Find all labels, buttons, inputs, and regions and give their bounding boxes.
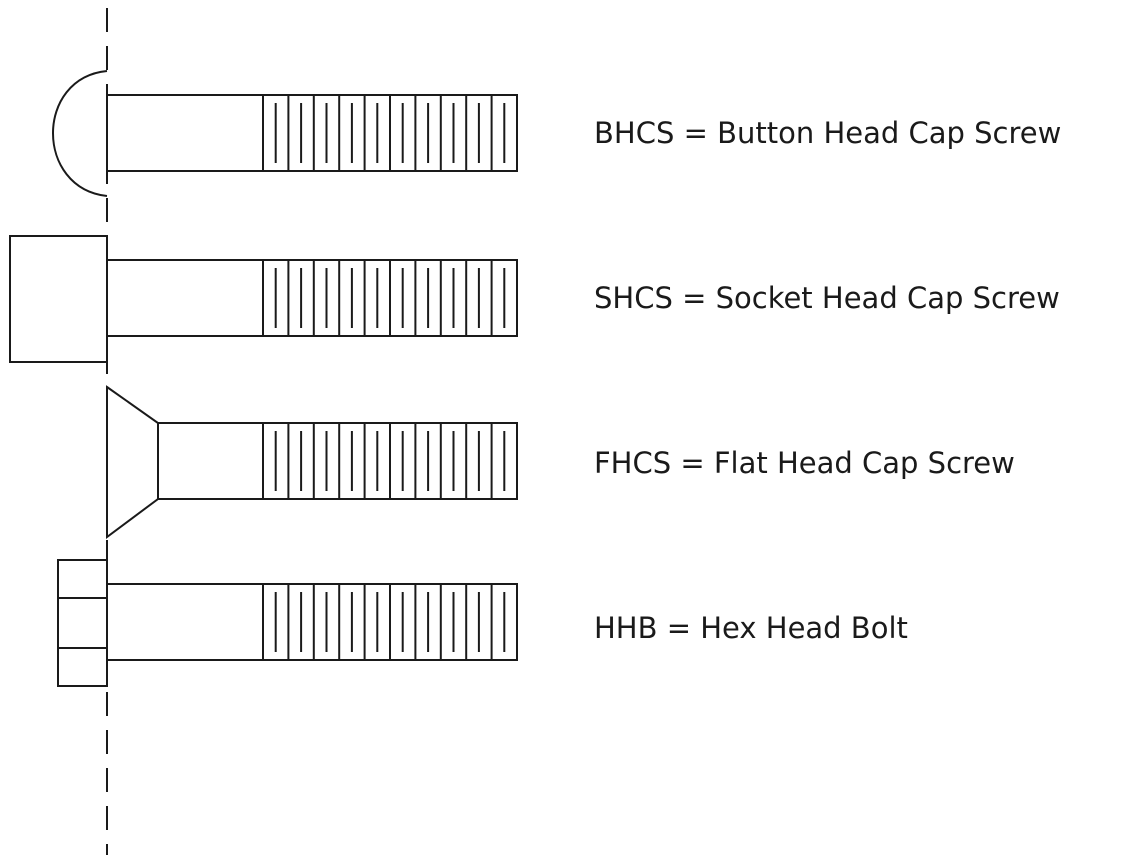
shank-outline <box>106 94 518 172</box>
button-head <box>52 70 108 197</box>
shank-outline <box>106 259 518 337</box>
fhcs-label: FHCS = Flat Head Cap Screw <box>594 446 1015 480</box>
shcs-label: SHCS = Socket Head Cap Screw <box>594 281 1060 315</box>
shank-outline <box>106 583 518 661</box>
shank-outline <box>157 422 518 500</box>
socket-head-screw <box>9 235 518 363</box>
hex-head-bolt <box>57 559 518 687</box>
hhb-label: HHB = Hex Head Bolt <box>594 611 908 645</box>
bhcs-label: BHCS = Button Head Cap Screw <box>594 116 1062 150</box>
flat-head-screw <box>106 385 518 539</box>
button-head-screw <box>52 70 518 197</box>
hex-head <box>57 559 108 687</box>
flat-head <box>106 385 159 539</box>
socket-head <box>9 235 108 363</box>
